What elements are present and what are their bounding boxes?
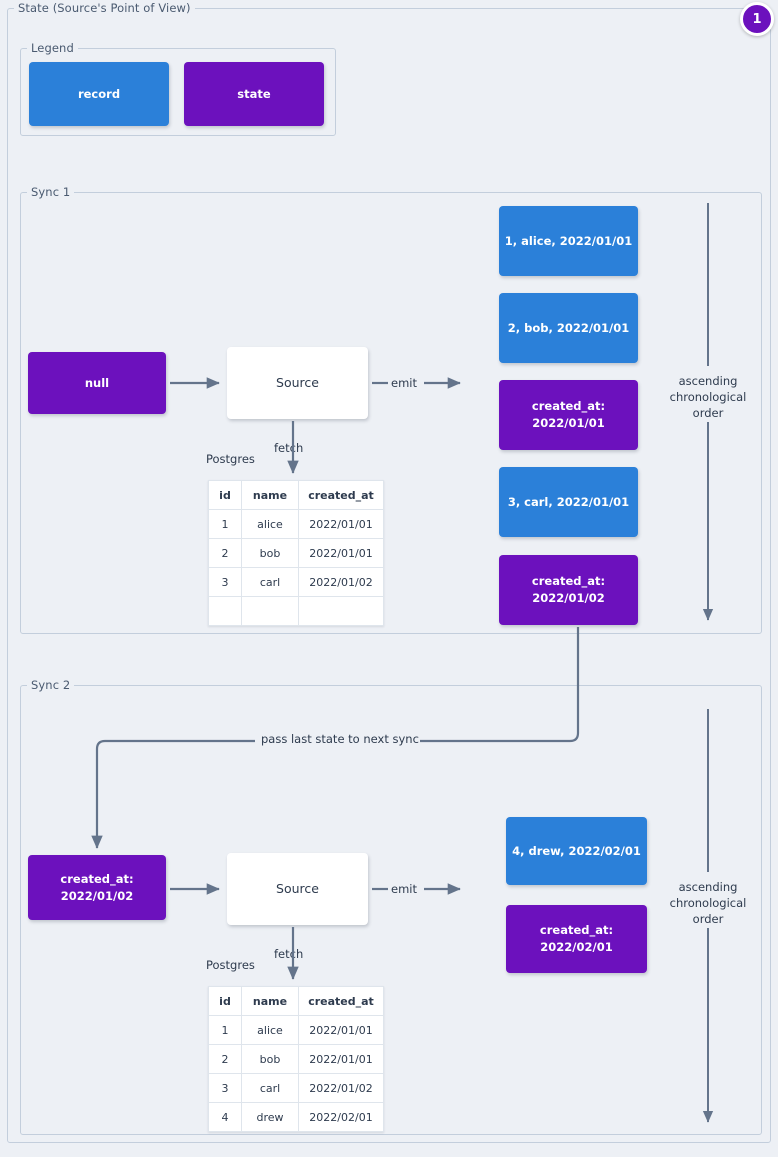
legend-swatch-state: state (184, 62, 324, 126)
cell-id: 1 (208, 1015, 242, 1045)
column-header-created-at: created_at (298, 986, 384, 1016)
column-header-created-at: created_at (298, 480, 384, 510)
sync-1-emitted-record-3: 3, carl, 2022/01/01 (499, 467, 638, 537)
sync-1-source-node: Source (227, 347, 368, 419)
cell-id: 2 (208, 538, 242, 568)
state-key: created_at: (531, 399, 606, 414)
legend-frame: Legend record state (20, 41, 336, 136)
sync-2-postgres-table: id name created_at 1 alice 2022/01/01 2 … (208, 986, 384, 1132)
pass-state-label: pass last state to next sync (261, 732, 419, 746)
state-key: created_at: (539, 923, 614, 938)
sync-2-order-note: ascending chronological order (669, 880, 747, 927)
sync-1-postgres-table: id name created_at 1 alice 2022/01/01 2 … (208, 480, 384, 626)
cell-created-at: 2022/01/01 (298, 538, 384, 568)
step-badge: 1 (740, 2, 774, 36)
state-value: 2022/01/02 (532, 591, 605, 605)
table-row: 1 alice 2022/01/01 (208, 1015, 384, 1045)
cell-id: 3 (208, 567, 242, 597)
cell-created-at: 2022/01/02 (298, 567, 384, 597)
cell-created-at: 2022/01/01 (298, 1044, 384, 1074)
table-row: 4 drew 2022/02/01 (208, 1102, 384, 1132)
state-value: 2022/01/01 (532, 416, 605, 430)
cell-name: alice (241, 1015, 299, 1045)
cell-created-at: 2022/01/01 (298, 509, 384, 539)
sync-1-emitted-record-2: 2, bob, 2022/01/01 (499, 293, 638, 363)
table-row: 2 bob 2022/01/01 (208, 1044, 384, 1074)
cell-name: bob (241, 1044, 299, 1074)
sync-2-source-node: Source (227, 853, 368, 925)
cell-created-at (298, 596, 384, 626)
cell-created-at: 2022/02/01 (298, 1102, 384, 1132)
sync-2-emit-label: emit (391, 882, 417, 896)
column-header-name: name (241, 986, 299, 1016)
sync-1-frame: Sync 1 (20, 185, 762, 634)
cell-id: 3 (208, 1073, 242, 1103)
table-row: 2 bob 2022/01/01 (208, 538, 384, 568)
diagram-title: State (Source's Point of View) (14, 1, 195, 15)
state-key: created_at: (60, 871, 134, 886)
column-header-name: name (241, 480, 299, 510)
cell-created-at: 2022/01/02 (298, 1073, 384, 1103)
sync-1-order-note: ascending chronological order (669, 374, 747, 421)
table-header-row: id name created_at (208, 986, 384, 1016)
column-header-id: id (208, 480, 242, 510)
column-header-id: id (208, 986, 242, 1016)
cell-id (208, 596, 242, 626)
sync-2-title: Sync 2 (27, 678, 75, 692)
sync-2-postgres-label: Postgres (206, 958, 255, 972)
cell-created-at: 2022/01/01 (298, 1015, 384, 1045)
sync-1-emitted-state-2: created_at: 2022/01/02 (499, 555, 638, 625)
legend-title: Legend (27, 41, 78, 55)
sync-2-fetch-label: fetch (274, 947, 304, 961)
legend-swatch-record: record (29, 62, 169, 126)
cell-id: 4 (208, 1102, 242, 1132)
sync-1-postgres-label: Postgres (206, 452, 255, 466)
cell-name: carl (241, 1073, 299, 1103)
sync-2-emitted-record-1: 4, drew, 2022/02/01 (506, 817, 647, 885)
cell-name: drew (241, 1102, 299, 1132)
sync-1-title: Sync 1 (27, 185, 75, 199)
state-value: 2022/02/01 (540, 940, 613, 954)
table-row-empty (208, 596, 384, 626)
sync-1-fetch-label: fetch (274, 441, 304, 455)
cell-id: 1 (208, 509, 242, 539)
cell-name: bob (241, 538, 299, 568)
cell-name: alice (241, 509, 299, 539)
sync-1-emit-label: emit (391, 376, 417, 390)
state-value: 2022/01/02 (60, 888, 134, 903)
cell-name: carl (241, 567, 299, 597)
sync-2-emitted-state-1: created_at: 2022/02/01 (506, 905, 647, 973)
cell-id: 2 (208, 1044, 242, 1074)
cell-name (241, 596, 299, 626)
table-header-row: id name created_at (208, 480, 384, 510)
state-key: created_at: (531, 574, 606, 589)
sync-1-emitted-record-1: 1, alice, 2022/01/01 (499, 206, 638, 276)
sync-1-emitted-state-1: created_at: 2022/01/01 (499, 380, 638, 450)
sync-2-input-state: created_at: 2022/01/02 (28, 855, 166, 920)
table-row: 1 alice 2022/01/01 (208, 509, 384, 539)
table-row: 3 carl 2022/01/02 (208, 1073, 384, 1103)
sync-1-input-state: null (28, 352, 166, 414)
table-row: 3 carl 2022/01/02 (208, 567, 384, 597)
